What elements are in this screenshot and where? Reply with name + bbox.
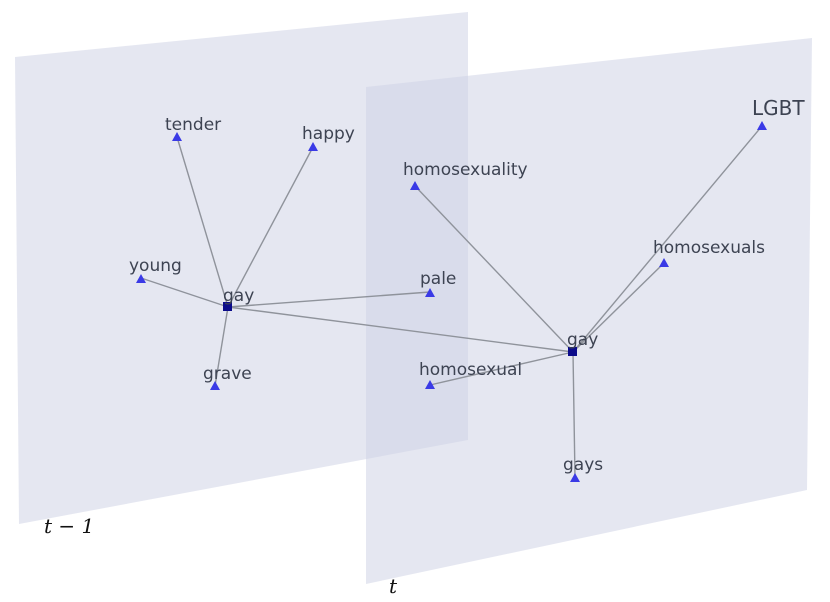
- node-label-lgbt: LGBT: [752, 96, 805, 120]
- edge-cross-gay: [227, 306, 574, 353]
- edge-prev-grave: [214, 306, 229, 387]
- node-marker-young: [136, 274, 146, 283]
- node-marker-tender: [172, 132, 182, 141]
- edge-prev-pale: [227, 291, 431, 308]
- plane-curr: [366, 38, 812, 584]
- plane-label-prev: t − 1: [44, 514, 94, 538]
- edge-curr-lgbt: [572, 125, 763, 353]
- edge-curr-homosexuality: [414, 185, 574, 353]
- node-label-pale: pale: [420, 269, 456, 289]
- node-label-homosexuality: homosexuality: [403, 160, 528, 180]
- node-marker-pale: [425, 288, 435, 297]
- edge-prev-tender: [176, 136, 229, 308]
- edge-curr-gays: [572, 351, 576, 479]
- plane-prev: [15, 12, 468, 524]
- node-label-center-curr: gay: [567, 330, 598, 350]
- edge-prev-happy: [227, 146, 314, 308]
- node-label-center-prev: gay: [223, 286, 254, 306]
- node-marker-lgbt: [757, 121, 767, 130]
- node-marker-homosexuals: [659, 258, 669, 267]
- node-marker-homosexuality: [410, 181, 420, 190]
- node-label-grave: grave: [203, 364, 252, 384]
- edge-prev-young: [140, 277, 229, 308]
- node-label-gays: gays: [563, 455, 603, 475]
- node-label-homosexuals: homosexuals: [653, 238, 765, 258]
- node-marker-grave: [210, 381, 220, 390]
- node-marker-happy: [308, 142, 318, 151]
- edge-curr-homosexual: [429, 351, 574, 386]
- node-label-happy: happy: [302, 124, 355, 144]
- edge-curr-homosexuals: [572, 262, 665, 353]
- plane-label-curr: t: [389, 574, 398, 598]
- node-label-tender: tender: [165, 115, 221, 135]
- node-marker-center-prev: [223, 302, 232, 311]
- node-marker-homosexual: [425, 380, 435, 389]
- node-marker-gays: [570, 473, 580, 482]
- node-label-young: young: [129, 256, 182, 276]
- node-label-homosexual: homosexual: [419, 360, 522, 380]
- node-marker-center-curr: [568, 347, 577, 356]
